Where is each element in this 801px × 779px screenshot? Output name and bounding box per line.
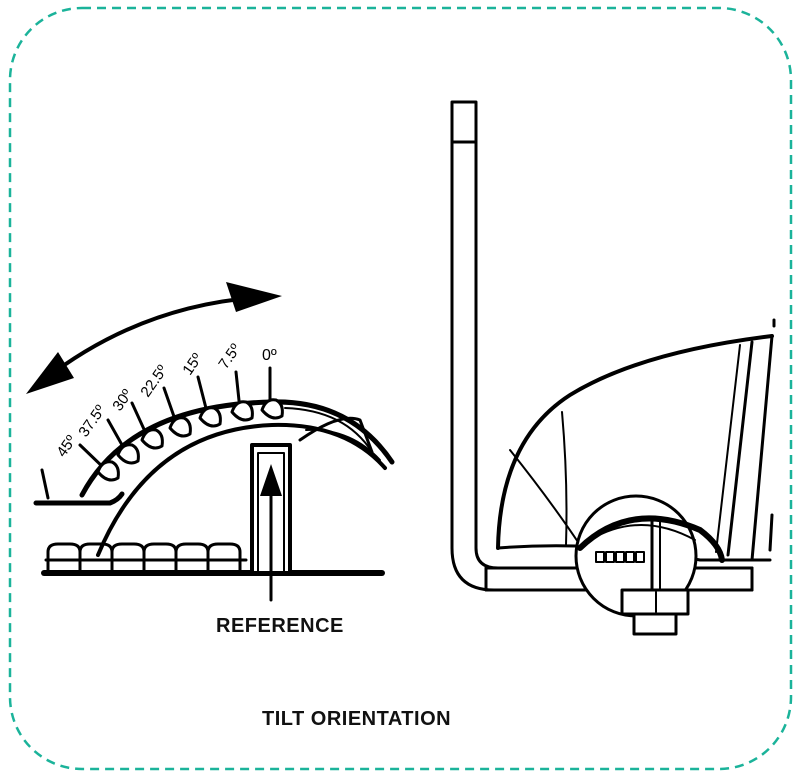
housing-top <box>496 334 774 550</box>
arrow-head-left <box>26 352 74 394</box>
arch-rim-3 <box>305 428 381 461</box>
housing-curve <box>509 449 581 546</box>
fixture-side-view <box>450 100 776 636</box>
pivot-arc <box>577 515 725 563</box>
rotation-arrow-arc <box>42 295 264 382</box>
housing-rib <box>561 411 568 546</box>
angle-label-30: 30º <box>109 386 136 414</box>
arch-inner <box>96 422 387 557</box>
angle-label-45: 45º <box>53 432 80 460</box>
reference-arrow-head <box>260 464 282 496</box>
left-flange <box>33 491 125 506</box>
angle-label-15: 15º <box>179 350 206 378</box>
housing-front <box>750 334 774 562</box>
arrow-head-right <box>226 282 282 312</box>
housing-tip-2 <box>768 513 774 552</box>
diagram-title: TILT ORIENTATION <box>262 708 452 730</box>
pole-cap <box>450 100 478 144</box>
arch-rim-2 <box>284 407 373 453</box>
angle-label-7-5: 7.5º <box>215 341 244 373</box>
pivot-arc-2 <box>589 524 696 541</box>
housing-front-inner-2 <box>715 344 741 553</box>
diagram-frame-border <box>8 6 793 771</box>
base-lugs <box>44 542 248 575</box>
reference-label: REFERENCE <box>216 615 344 637</box>
pivot-teeth <box>595 551 645 563</box>
housing-front-inner <box>726 340 754 557</box>
angle-label-37-5: 37.5º <box>75 402 109 441</box>
angle-label-0: 0º <box>262 347 277 364</box>
arch-outer <box>79 399 395 498</box>
arch-notches <box>96 398 284 482</box>
left-flange-post <box>40 468 50 500</box>
tilt-scale-view <box>26 282 395 602</box>
pivot-bolt-nut <box>632 612 678 636</box>
